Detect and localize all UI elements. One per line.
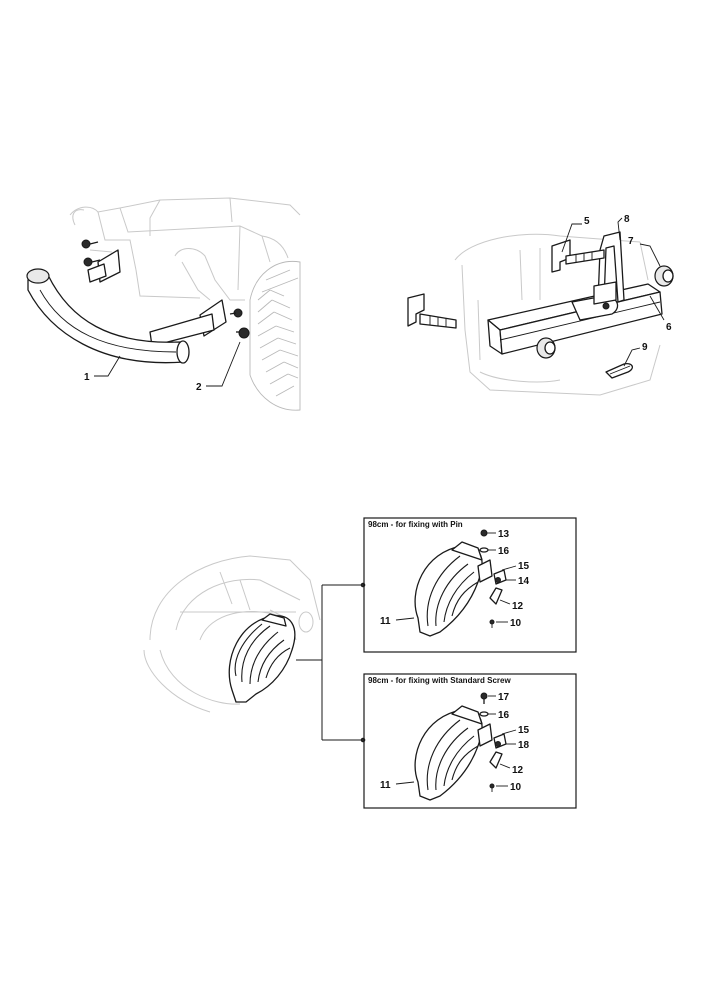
pin-label-15: 15 (518, 561, 530, 572)
pin-label-13: 13 (498, 529, 510, 540)
screw-label-17: 17 (498, 692, 510, 703)
tractor-rear-ghost (454, 233, 661, 396)
screw-label-18: 18 (518, 740, 530, 751)
detail-box-screw: 98cm - for fixing with Standard Screw 17… (363, 673, 577, 809)
part-label-9: 9 (642, 342, 648, 353)
part-label-8: 8 (624, 214, 630, 225)
pin-label-14: 14 (518, 576, 530, 587)
tractor-frame-ghost (69, 197, 301, 301)
screw-label-16: 16 (498, 710, 510, 721)
part-label-7: 7 (628, 236, 634, 247)
pin-label-12: 12 (512, 601, 524, 612)
hitch-bar (487, 283, 663, 355)
part-label-1: 1 (84, 372, 90, 383)
mower-deck-assembly (143, 555, 321, 713)
part-label-5: 5 (584, 216, 590, 227)
connector-lines (296, 582, 366, 743)
tow-hitch-assembly: 5 8 7 6 9 (407, 214, 674, 396)
box-pin-title: 98cm - for fixing with Pin (368, 520, 463, 529)
part-label-2: 2 (196, 382, 202, 393)
bolt-icon (81, 239, 250, 339)
clamp-left (407, 293, 457, 329)
nut-icon (536, 265, 674, 359)
box-screw-title: 98cm - for fixing with Standard Screw (368, 676, 511, 685)
chute-guard-main (228, 613, 296, 703)
detail-box-pin: 98cm - for fixing with Pin 13 16 15 14 1… (363, 517, 577, 653)
guard-screw (414, 705, 493, 801)
screw-label-10: 10 (510, 782, 522, 793)
pin-label-11: 11 (380, 616, 391, 627)
mower-deck-ghost (143, 555, 321, 713)
tyre-ghost (249, 260, 301, 411)
pin-label-10: 10 (510, 618, 522, 629)
bumper-tube (26, 268, 190, 364)
screw-label-11: 11 (380, 780, 391, 791)
clamp-right (551, 239, 605, 273)
screw-label-15: 15 (518, 725, 530, 736)
pin-label-16: 16 (498, 546, 510, 557)
bumper-assembly: 1 2 (26, 197, 301, 411)
screw-label-12: 12 (512, 765, 524, 776)
guard-pin (414, 541, 493, 637)
part-label-6: 6 (666, 322, 672, 333)
